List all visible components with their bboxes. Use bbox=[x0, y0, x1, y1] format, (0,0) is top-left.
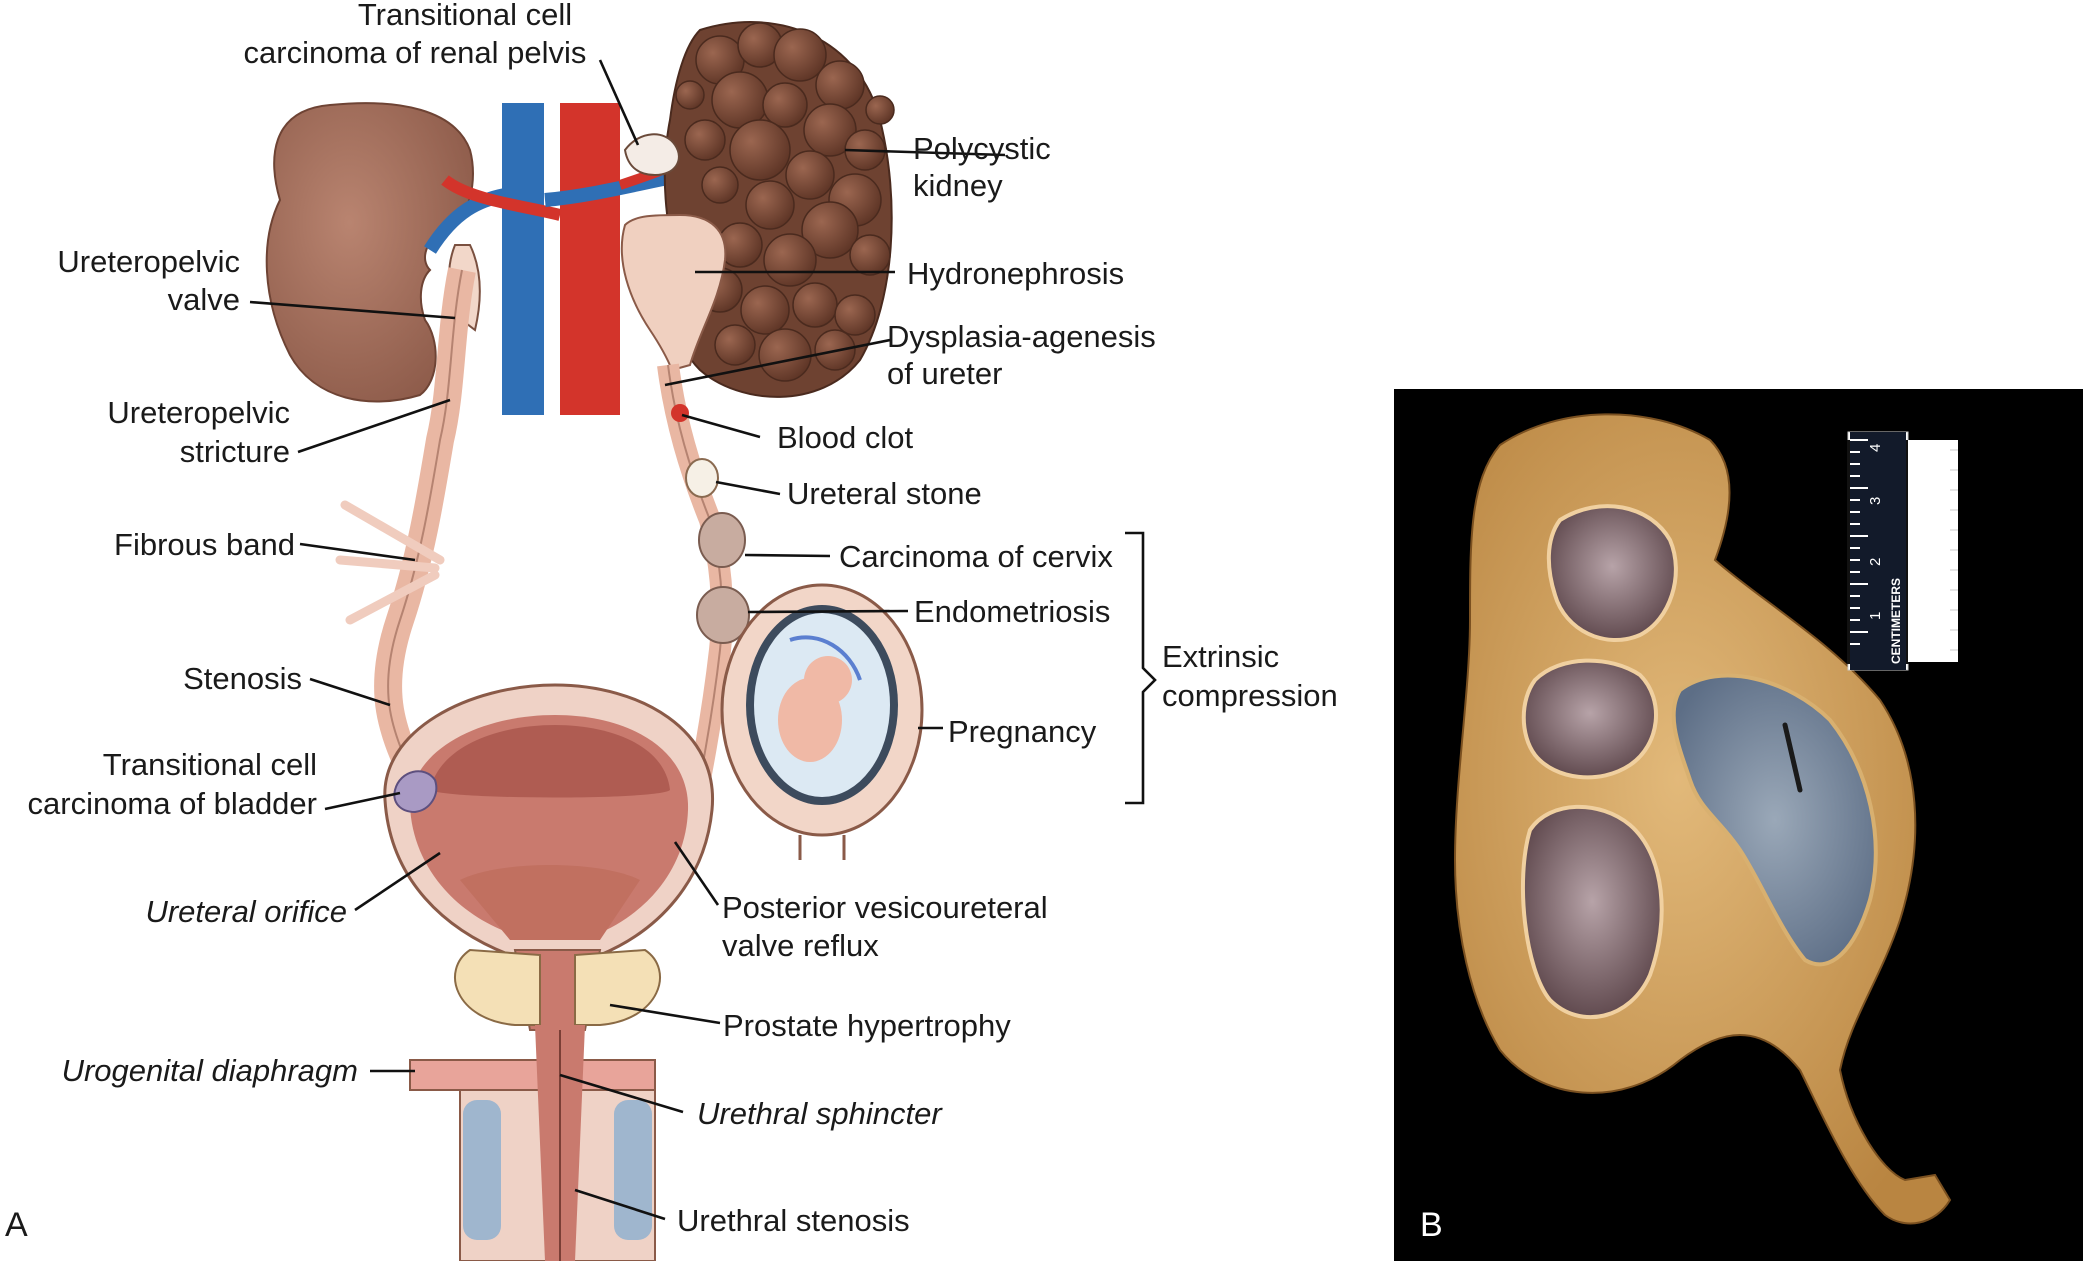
ruler-tick-2: 2 bbox=[1867, 558, 1884, 566]
label-transitional-cell-renal: Transitional cell bbox=[358, 0, 572, 32]
label-extrinsic: Extrinsic bbox=[1162, 639, 1279, 674]
extrinsic-bracket bbox=[1125, 531, 1157, 805]
blood-clot bbox=[671, 404, 689, 422]
panel-b-photo: 1 2 3 4 CENTIMETERS B bbox=[1394, 389, 2083, 1261]
label-ureteral-stone: Ureteral stone bbox=[787, 476, 982, 511]
label-transitional-cell-bladder-line2: carcinoma of bladder bbox=[28, 786, 318, 821]
label-polycystic-kidney-line2: kidney bbox=[913, 168, 1003, 203]
ruler-dark-scale: 1 2 3 4 CENTIMETERS bbox=[1850, 432, 1906, 670]
urogenital-diaphragm bbox=[409, 1059, 656, 1091]
hydronephrotic-pelvis bbox=[620, 213, 727, 372]
cervix-carcinoma-mass bbox=[698, 512, 746, 568]
label-stenosis: Stenosis bbox=[183, 661, 302, 696]
label-ureteropelvic-stricture: Ureteropelvic bbox=[107, 395, 290, 430]
label-dysplasia-agenesis-line2: of ureter bbox=[887, 356, 1002, 391]
calyx-lower bbox=[1521, 804, 1664, 1020]
label-polycystic-kidney: Polycystic bbox=[913, 131, 1051, 166]
urethra bbox=[459, 1025, 656, 1261]
fibrous-band bbox=[335, 500, 445, 625]
label-urethral-sphincter: Urethral sphincter bbox=[697, 1096, 943, 1131]
endometriosis-mass bbox=[696, 586, 750, 644]
label-posterior-vesicoureteral-line2: valve reflux bbox=[722, 928, 879, 963]
label-dysplasia-agenesis: Dysplasia-agenesis bbox=[887, 319, 1156, 354]
left-kidney bbox=[265, 102, 474, 403]
pregnant-uterus bbox=[720, 583, 924, 860]
vena-cava bbox=[502, 103, 544, 415]
label-hydronephrosis: Hydronephrosis bbox=[907, 256, 1124, 291]
ruler-unit-label: CENTIMETERS bbox=[1889, 578, 1903, 664]
ruler-white-scale bbox=[1908, 440, 1958, 662]
label-transitional-cell-bladder: Transitional cell bbox=[103, 747, 317, 782]
calyx-upper bbox=[1546, 504, 1678, 642]
ureteral-stone bbox=[685, 458, 719, 498]
prostate bbox=[454, 948, 661, 1026]
panel-a-diagram: Transitional cell carcinoma of renal pel… bbox=[5, 0, 1338, 1261]
aorta bbox=[560, 103, 620, 415]
bladder-tumor bbox=[393, 770, 438, 814]
fetus-head bbox=[804, 656, 852, 704]
renal-pelvis-tumor bbox=[623, 133, 680, 177]
label-ureteral-orifice: Ureteral orifice bbox=[145, 894, 347, 929]
left-renal-artery bbox=[441, 175, 562, 221]
label-ureteropelvic-valve-line2: valve bbox=[168, 282, 240, 317]
calyx-middle bbox=[1521, 658, 1658, 780]
ruler-tick-4: 4 bbox=[1867, 444, 1884, 452]
label-endometriosis: Endometriosis bbox=[914, 594, 1110, 629]
label-prostate-hypertrophy: Prostate hypertrophy bbox=[723, 1008, 1011, 1043]
label-urogenital-diaphragm: Urogenital diaphragm bbox=[62, 1053, 358, 1088]
label-urethral-stenosis: Urethral stenosis bbox=[677, 1203, 910, 1238]
label-ureteropelvic-valve: Ureteropelvic bbox=[57, 244, 240, 279]
label-fibrous-band: Fibrous band bbox=[114, 527, 295, 562]
panel-label-b: B bbox=[1420, 1206, 1443, 1244]
label-transitional-cell-renal-line2: carcinoma of renal pelvis bbox=[244, 35, 587, 70]
label-carcinoma-cervix: Carcinoma of cervix bbox=[839, 539, 1113, 574]
label-pregnancy: Pregnancy bbox=[948, 714, 1097, 749]
panel-label-a: A bbox=[5, 1206, 28, 1244]
labels: Transitional cell carcinoma of renal pel… bbox=[5, 0, 1338, 1244]
dilated-pelvis bbox=[1671, 673, 1878, 967]
label-blood-clot: Blood clot bbox=[777, 420, 914, 455]
leader-lines bbox=[249, 59, 1006, 1221]
label-posterior-vesicoureteral: Posterior vesicoureteral bbox=[722, 890, 1048, 925]
ruler-tick-1: 1 bbox=[1867, 612, 1884, 620]
label-compression: compression bbox=[1162, 678, 1338, 713]
ruler-tick-3: 3 bbox=[1867, 497, 1884, 505]
label-ureteropelvic-stricture-line2: stricture bbox=[180, 434, 290, 469]
